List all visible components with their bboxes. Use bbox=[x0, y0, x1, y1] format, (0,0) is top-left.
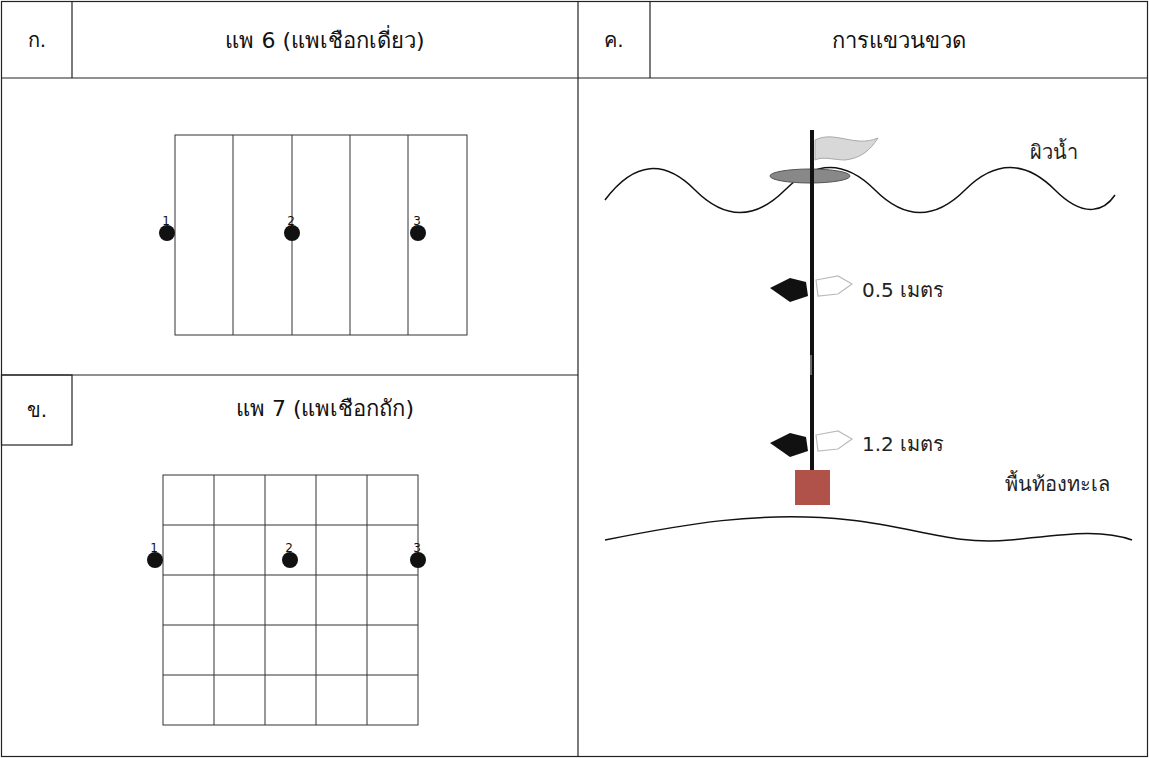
bottle-hanging-illustration bbox=[605, 130, 1132, 541]
header-text: ก. bbox=[28, 24, 46, 56]
annotation-label: 1.2 เมตร bbox=[862, 428, 944, 460]
header-cell: การแขวนขวด bbox=[650, 2, 1147, 78]
header-cell: ค. bbox=[578, 2, 650, 78]
annotation-label: พื้นท้องทะเล bbox=[1005, 468, 1110, 500]
header-cell: ก. bbox=[2, 2, 72, 78]
header-text: การแขวนขวด bbox=[832, 23, 966, 58]
header-cell: แพ 7 (แพเชือกถัก) bbox=[72, 375, 578, 441]
header-cell: ข. bbox=[2, 375, 72, 445]
callout-number: 3 bbox=[413, 214, 421, 228]
callout-number: 1 bbox=[150, 541, 158, 555]
callout-number: 1 bbox=[162, 214, 170, 228]
raft-single-rope bbox=[175, 135, 467, 335]
header-text: แพ 7 (แพเชือกถัก) bbox=[236, 391, 414, 426]
annotation-label: 0.5 เมตร bbox=[862, 274, 944, 306]
callout-number: 3 bbox=[413, 541, 421, 555]
annotation-label: ผิวน้ำ bbox=[1030, 136, 1078, 168]
callout-number: 2 bbox=[285, 541, 293, 555]
header-text: ข. bbox=[27, 394, 47, 426]
header-text: แพ 6 (แพเชือกเดี่ยว) bbox=[225, 23, 424, 58]
raft-woven-rope bbox=[163, 475, 418, 725]
header-cell: แพ 6 (แพเชือกเดี่ยว) bbox=[72, 2, 578, 78]
callout-number: 2 bbox=[287, 214, 295, 228]
header-text: ค. bbox=[604, 24, 623, 56]
